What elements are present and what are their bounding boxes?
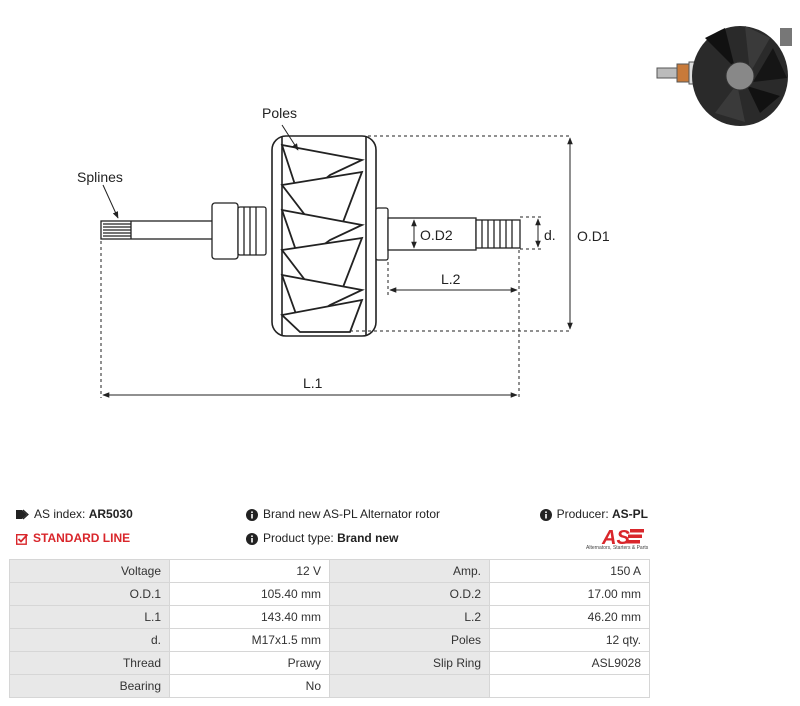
spec-label: O.D.1 xyxy=(9,582,170,606)
spec-value: No xyxy=(169,674,330,698)
spec-value: 12 V xyxy=(169,559,330,583)
spec-value: 46.20 mm xyxy=(489,605,650,629)
tag-icon xyxy=(16,509,29,520)
label-l1: L.1 xyxy=(303,375,323,391)
rotor-poles xyxy=(271,135,377,337)
spec-label: Poles xyxy=(329,628,490,652)
spec-value: 105.40 mm xyxy=(169,582,330,606)
spec-value: M17x1.5 mm xyxy=(169,628,330,652)
info-icon xyxy=(246,508,258,521)
label-d: d. xyxy=(544,227,556,243)
label-od1: O.D1 xyxy=(577,228,610,244)
as-index: AS index: AR5030 xyxy=(16,505,133,523)
spec-label: O.D.2 xyxy=(329,582,490,606)
spec-value xyxy=(489,674,650,698)
info-row-1: AS index: AR5030 Brand new AS-PL Alterna… xyxy=(14,505,650,523)
label-od2: O.D2 xyxy=(420,227,453,243)
info-icon xyxy=(539,508,552,521)
dimension-lines xyxy=(100,124,573,398)
spec-label xyxy=(329,674,490,698)
spec-value: 143.40 mm xyxy=(169,605,330,629)
producer-label: Producer: xyxy=(556,507,609,521)
spec-label: Voltage xyxy=(9,559,170,583)
product-photo xyxy=(656,26,792,126)
checkbox-icon xyxy=(16,533,28,545)
brand-text: Brand new AS-PL Alternator rotor xyxy=(263,507,440,521)
spec-value: ASL9028 xyxy=(489,651,650,675)
standard-line-label: STANDARD LINE xyxy=(33,531,131,545)
logo-text: AS xyxy=(601,527,630,549)
product-type-value: Brand new xyxy=(337,531,399,545)
label-splines: Splines xyxy=(77,169,123,185)
spec-value: 12 qty. xyxy=(489,628,650,652)
as-index-value: AR5030 xyxy=(88,507,133,521)
spec-label: Bearing xyxy=(9,674,170,698)
spec-label: L.2 xyxy=(329,605,490,629)
product-type-label: Product type: xyxy=(263,531,334,545)
spec-label: L.1 xyxy=(9,605,170,629)
as-index-label: AS index: xyxy=(34,507,86,521)
info-row-2: STANDARD LINE Product type: Brand new xyxy=(14,529,650,547)
spec-value: 17.00 mm xyxy=(489,582,650,606)
label-poles: Poles xyxy=(262,105,297,121)
spec-value: 150 A xyxy=(489,559,650,583)
brand-description: Brand new AS-PL Alternator rotor xyxy=(246,505,440,523)
as-pl-logo: AS xyxy=(601,527,644,549)
producer-value: AS-PL xyxy=(612,507,648,521)
shaft xyxy=(100,202,267,260)
spec-label: Thread xyxy=(9,651,170,675)
info-icon xyxy=(246,532,258,545)
label-l2: L.2 xyxy=(441,271,461,287)
rotor-technical-drawing: Poles Splines O.D2 d. O.D1 L.2 L.1 xyxy=(77,105,610,398)
spec-label: Slip Ring xyxy=(329,651,490,675)
spec-label: d. xyxy=(9,628,170,652)
producer: Producer: AS-PL xyxy=(539,505,648,523)
logo-subtitle: Alternators, Starters & Parts xyxy=(586,545,649,551)
standard-line: STANDARD LINE xyxy=(16,529,130,547)
product-type: Product type: Brand new xyxy=(246,529,398,547)
spec-label: Amp. xyxy=(329,559,490,583)
spec-value: Prawy xyxy=(169,651,330,675)
slip-ring-shaft xyxy=(375,207,521,261)
